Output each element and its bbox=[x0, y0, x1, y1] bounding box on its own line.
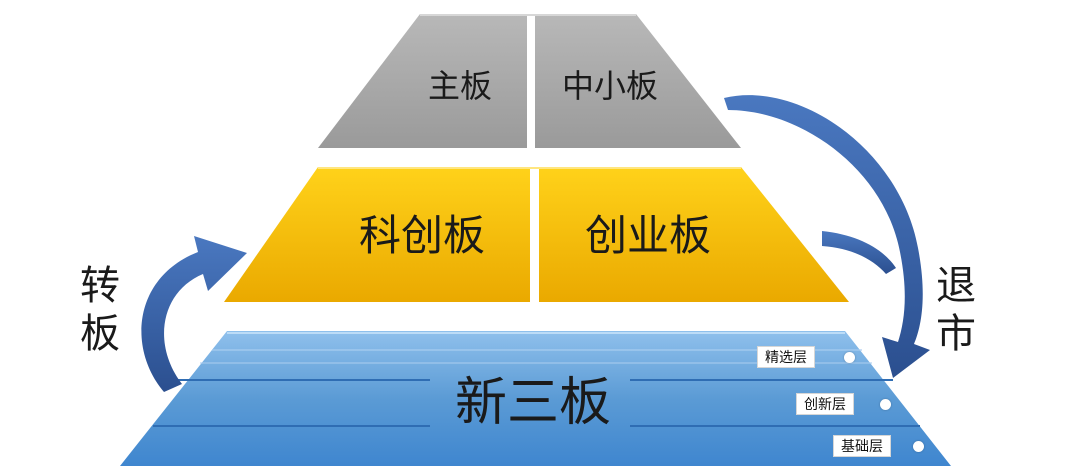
top-tier-left-block bbox=[318, 14, 527, 148]
bottom-tier-block bbox=[120, 331, 951, 466]
tier-label-chinext: 创业板 bbox=[585, 211, 711, 260]
delisting-arrow-main bbox=[724, 95, 930, 378]
select-layer-dot bbox=[844, 352, 855, 363]
transfer-arrow bbox=[141, 236, 247, 392]
tier-label-star-market: 科创板 bbox=[359, 211, 485, 260]
middle-tier-right-block bbox=[539, 167, 849, 302]
delisting-label: 退 市 bbox=[930, 262, 982, 358]
transfer-label-char-2: 板 bbox=[80, 311, 120, 357]
innovation-layer-dot bbox=[880, 399, 891, 410]
sub-tier-select-layer: 精选层 bbox=[757, 346, 815, 368]
tier-label-neeq: 新三板 bbox=[455, 373, 611, 433]
sub-tier-basic-layer: 基础层 bbox=[833, 435, 891, 457]
transfer-label-char-1: 转 bbox=[80, 263, 120, 309]
delisting-arrow-secondary bbox=[822, 231, 896, 274]
transfer-label: 转 板 bbox=[74, 262, 126, 358]
delisting-label-char-1: 退 bbox=[936, 263, 976, 309]
sub-tier-innovation-layer: 创新层 bbox=[796, 393, 854, 415]
delisting-label-char-2: 市 bbox=[936, 311, 976, 357]
basic-layer-dot bbox=[913, 441, 924, 452]
top-tier-right-block bbox=[535, 14, 741, 148]
tier-label-sme-board: 中小板 bbox=[562, 67, 658, 105]
middle-tier-left-block bbox=[224, 167, 530, 302]
tier-label-main-board: 主板 bbox=[428, 67, 492, 105]
